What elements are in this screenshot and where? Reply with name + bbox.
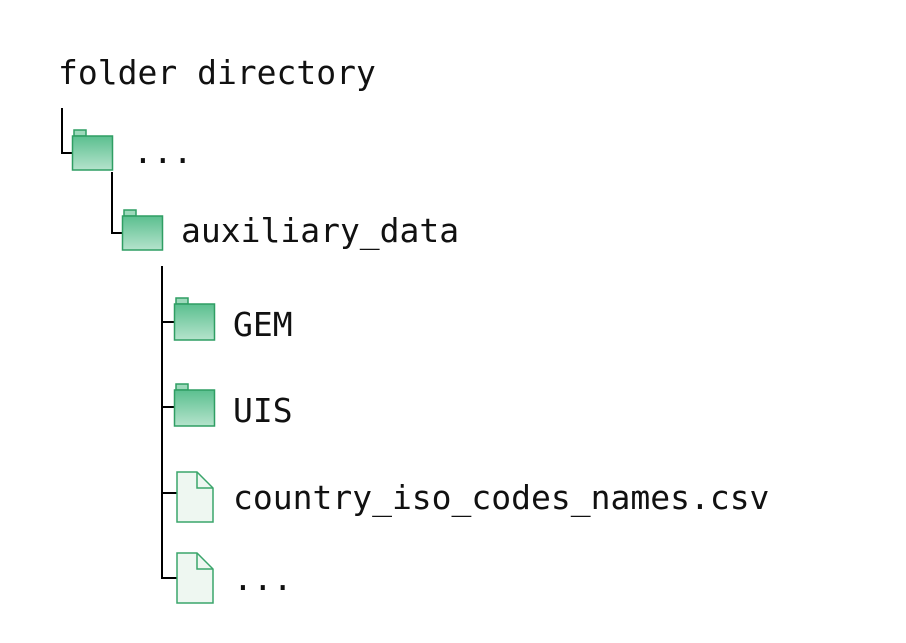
file-icon[interactable] (175, 470, 215, 524)
folder-icon[interactable] (173, 296, 217, 342)
auxiliary-data-label: auxiliary_data (181, 211, 460, 250)
level1-label: ... (133, 132, 193, 171)
tree-connector-vertical (111, 172, 113, 234)
folder-icon[interactable] (173, 382, 217, 428)
tree-connector-horizontal (61, 152, 73, 154)
tree-connector-horizontal (161, 492, 177, 494)
file-icon[interactable] (175, 551, 215, 605)
child-label-uis: UIS (233, 391, 293, 430)
tree-trunk (161, 266, 163, 579)
folder-icon[interactable] (71, 128, 115, 172)
child-label-csv: country_iso_codes_names.csv (233, 478, 770, 517)
child-label-gem: GEM (233, 305, 293, 344)
tree-connector-horizontal (161, 406, 175, 408)
tree-connector-horizontal (161, 577, 177, 579)
tree-connector-horizontal (111, 232, 123, 234)
folder-icon[interactable] (121, 208, 165, 252)
tree-connector-vertical (61, 108, 63, 154)
root-label: folder directory (58, 53, 376, 92)
tree-connector-horizontal (161, 321, 175, 323)
child-label-more: ... (233, 559, 293, 598)
